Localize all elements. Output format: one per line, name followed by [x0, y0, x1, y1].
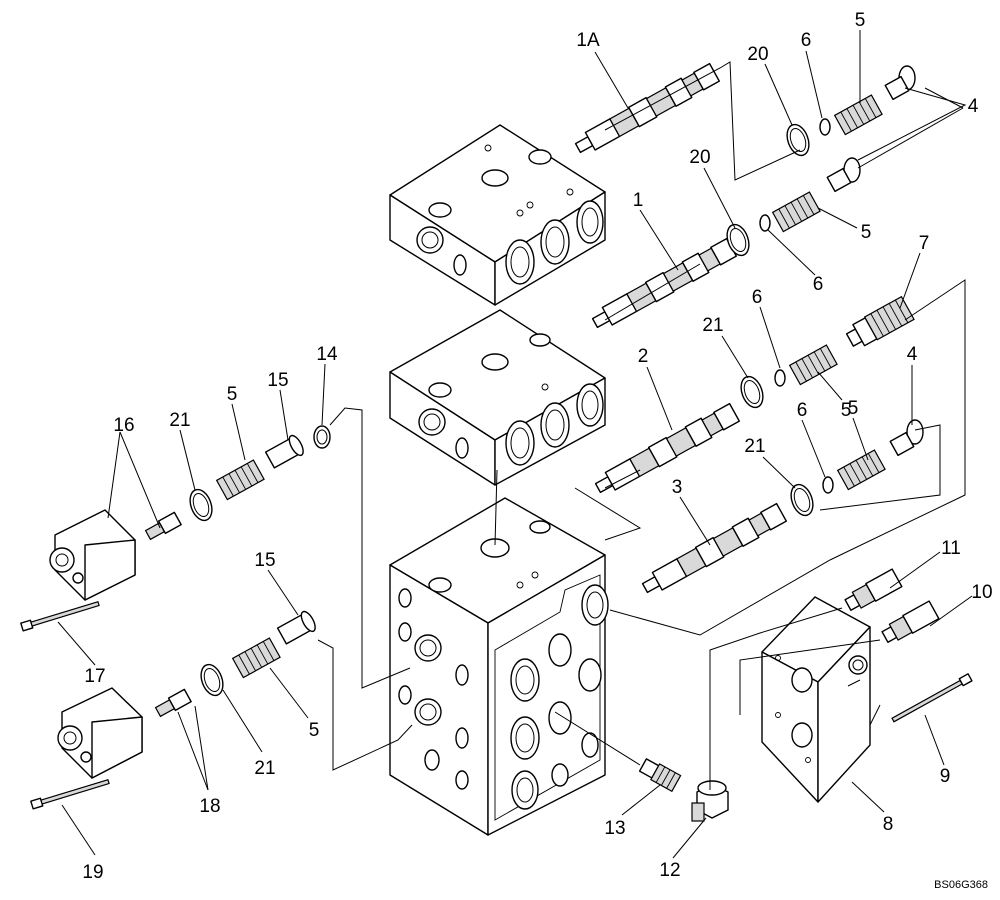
callout-2: 2	[638, 346, 649, 367]
callout-4: 4	[968, 96, 979, 117]
bolt-19	[30, 778, 110, 810]
callout-21: 21	[254, 758, 275, 779]
callout-6: 6	[797, 400, 808, 421]
spring-5-upper	[833, 94, 883, 136]
callout-6: 6	[752, 287, 763, 308]
callout-5: 5	[855, 10, 866, 31]
o-ring-20-upper	[786, 123, 810, 157]
middle-valve-section	[389, 309, 606, 486]
callout-6: 6	[813, 274, 824, 295]
cartridge-11	[844, 568, 903, 611]
spring-5-left-lower	[231, 637, 281, 679]
callout-20: 20	[689, 147, 710, 168]
callout-3: 3	[672, 477, 683, 498]
spring-5-second	[771, 191, 821, 233]
spool-3	[641, 502, 787, 594]
callout-6: 6	[801, 30, 812, 51]
cap-14	[313, 425, 331, 449]
callout-5: 5	[841, 400, 852, 421]
callout-8: 8	[883, 814, 894, 835]
spring-cap-4-second	[826, 157, 861, 193]
washer-6-fourth	[822, 476, 834, 494]
o-ring-21-left-upper	[189, 488, 213, 522]
spring-cap-4-upper	[884, 65, 916, 101]
spring-cap-4-fourth	[889, 419, 924, 457]
callout-20: 20	[747, 44, 768, 65]
washer-6-third	[774, 369, 786, 387]
upper-valve-section	[389, 124, 606, 306]
callout-1a: 1A	[576, 30, 600, 51]
washer-6-second	[759, 214, 771, 232]
relief-valve-housing-16	[49, 509, 136, 601]
spring-5-third	[788, 344, 838, 386]
inlet-cover-8	[761, 596, 871, 803]
callout-5: 5	[861, 222, 872, 243]
figure-code: BS06G368	[934, 879, 988, 891]
callout-16: 16	[113, 415, 134, 436]
spring-5-left-upper	[215, 459, 265, 501]
callout-19: 19	[82, 862, 103, 883]
plug-12	[691, 780, 729, 822]
callout-pointers	[57, 30, 973, 859]
callout-13: 13	[604, 818, 625, 839]
callout-21: 21	[744, 436, 765, 457]
spring-5-fourth	[836, 449, 886, 491]
assembly-lines	[317, 61, 967, 790]
washer-6-upper	[819, 118, 831, 136]
poppet-15-lower	[276, 610, 316, 645]
spool-2	[594, 402, 740, 494]
bolt-17	[20, 600, 100, 632]
o-ring-20-second	[726, 223, 750, 257]
o-ring-21-fourth	[790, 483, 814, 517]
callout-5: 5	[309, 720, 320, 741]
callout-17: 17	[84, 666, 105, 687]
o-ring-21-left-lower	[200, 663, 224, 697]
callout-12: 12	[659, 860, 680, 881]
spool-1a	[574, 62, 720, 154]
callout-1: 1	[633, 190, 644, 211]
callout-15: 15	[267, 370, 288, 391]
callout-7: 7	[919, 233, 930, 254]
relief-cartridge-16	[144, 511, 182, 541]
main-valve-body	[389, 497, 609, 836]
callout-5: 5	[227, 384, 238, 405]
callout-15: 15	[254, 550, 275, 571]
relief-cartridge-18	[154, 688, 192, 718]
callouts: 1A 20 6 5 4 20 1 5 6 7 21 6 2 4 5 21 6 5…	[82, 10, 992, 883]
callout-21: 21	[702, 315, 723, 336]
detent-assembly-7	[845, 295, 915, 347]
callout-10: 10	[971, 582, 992, 603]
callout-9: 9	[940, 766, 951, 787]
callout-5: 5	[848, 398, 859, 419]
bolt-9	[891, 673, 973, 723]
poppet-15-upper	[264, 434, 304, 469]
callout-18: 18	[199, 796, 220, 817]
cartridge-10	[881, 600, 940, 643]
callout-21: 21	[169, 410, 190, 431]
callout-14: 14	[316, 344, 338, 365]
fitting-13	[638, 758, 682, 793]
callout-11: 11	[941, 538, 961, 559]
relief-valve-housing-18	[57, 687, 143, 779]
callout-4: 4	[907, 344, 918, 365]
o-ring-21-third	[740, 375, 764, 409]
